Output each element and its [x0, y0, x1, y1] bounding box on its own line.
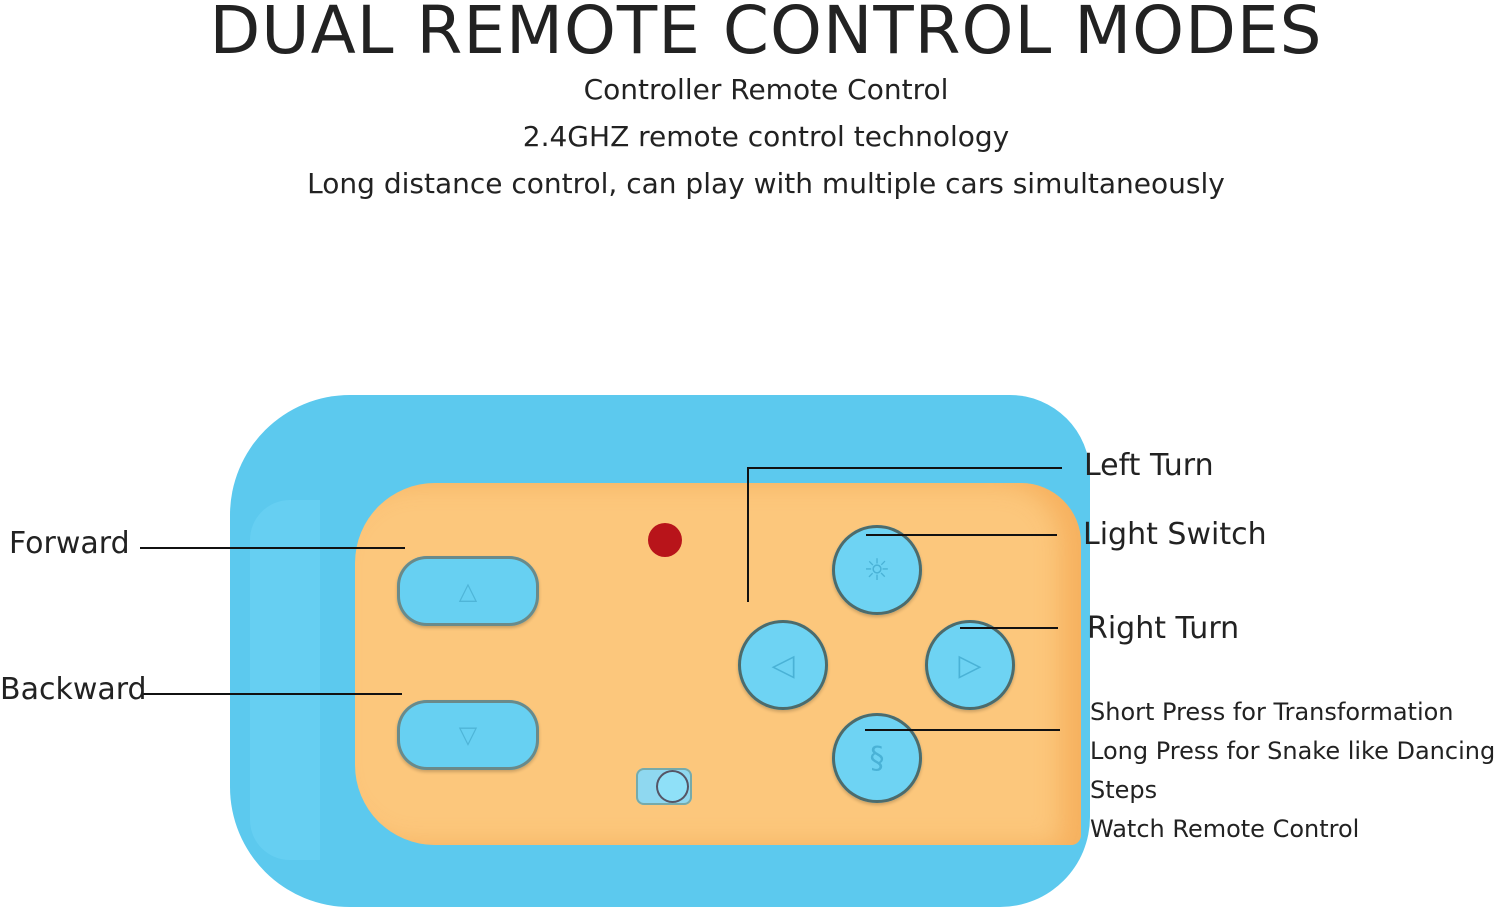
subtitle-1: Controller Remote Control — [583, 73, 949, 106]
backward-button[interactable]: ▽ — [397, 700, 539, 770]
snake-line-1: Short Press for Transformation — [1090, 698, 1454, 726]
snake-line-4: Watch Remote Control — [1090, 815, 1360, 843]
subtitle-2: 2.4GHZ remote control technology — [522, 120, 1010, 153]
right-turn-label: Right Turn — [1087, 611, 1240, 646]
triangle-up-icon: △ — [458, 577, 478, 605]
snake-icon: § — [869, 740, 885, 776]
right-turn-callout-line — [960, 627, 1058, 629]
snake-line-2: Long Press for Snake like Dancing — [1090, 737, 1496, 765]
snake-description: Short Press for Transformation Long Pres… — [1090, 693, 1495, 849]
light-switch-button[interactable]: ☼ — [832, 525, 922, 615]
triangle-right-icon: ▷ — [958, 647, 982, 683]
left-turn-button[interactable]: ◁ — [738, 620, 828, 710]
remote-shell-edge — [250, 500, 320, 860]
page-title: DUAL REMOTE CONTROL MODES — [209, 0, 1323, 69]
forward-label: Forward — [9, 526, 130, 561]
snake-callout-line — [865, 729, 1060, 731]
left-turn-label: Left Turn — [1084, 448, 1214, 483]
light-icon: ☼ — [863, 552, 891, 588]
light-switch-callout-line — [866, 534, 1057, 536]
power-switch-knob[interactable] — [656, 770, 689, 803]
triangle-down-icon: ▽ — [458, 721, 478, 749]
snake-line-3: Steps — [1090, 776, 1158, 804]
led-indicator — [648, 523, 682, 557]
right-turn-button[interactable]: ▷ — [925, 620, 1015, 710]
subtitle-3: Long distance control, can play with mul… — [307, 167, 1225, 200]
forward-button[interactable]: △ — [397, 556, 539, 626]
left-turn-callout-vertical — [747, 467, 749, 602]
forward-callout-line — [140, 547, 405, 549]
backward-callout-line — [143, 693, 402, 695]
snake-button[interactable]: § — [832, 713, 922, 803]
left-turn-callout-line — [747, 467, 1062, 469]
backward-label: Backward — [0, 672, 147, 707]
light-switch-label: Light Switch — [1083, 517, 1267, 552]
triangle-left-icon: ◁ — [771, 647, 795, 683]
